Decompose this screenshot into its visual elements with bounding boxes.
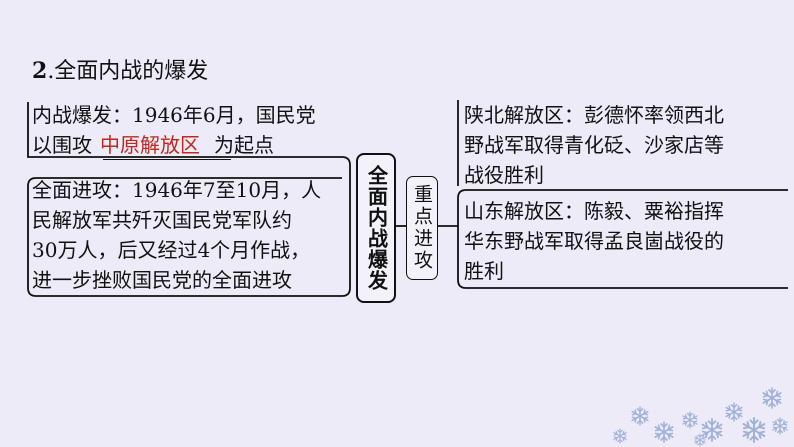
snowflake-icon	[614, 429, 626, 443]
snowflake-icon	[763, 388, 780, 408]
snowflake-icon	[773, 418, 787, 434]
snowflake-icon	[702, 419, 721, 441]
snowflake-icon	[744, 418, 765, 442]
snowflake-icon	[655, 422, 672, 442]
snowflake-icon	[632, 407, 648, 425]
snowflake-icon	[683, 412, 697, 428]
snowflake-icon	[695, 434, 705, 446]
snowflake-icon	[726, 403, 742, 421]
